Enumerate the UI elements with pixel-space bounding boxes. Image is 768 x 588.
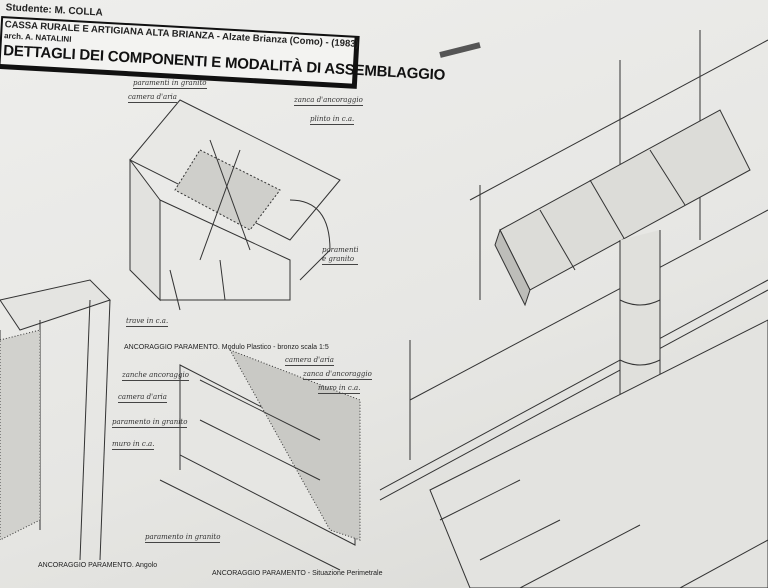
label-zanca-mid: zanca d'ancoraggio <box>303 370 372 380</box>
perimeter-anchoring-drawing <box>159 349 361 571</box>
label-camera-aria: camera d'aria <box>128 93 177 103</box>
label-camera-aria-left: camera d'aria <box>118 393 167 403</box>
label-paramenti-granito: paramenti in granito <box>133 79 207 89</box>
label-plinto: plinto in c.a. <box>310 115 355 125</box>
label-zanca-ancoraggio: zanca d'ancoraggio <box>294 96 363 106</box>
label-zanche: zanche ancoraggio <box>122 371 189 381</box>
caption-modulo: ANCORAGGIO PARAMENTO. Modulo Plastico - … <box>124 344 329 351</box>
label-paramento-bottom: paramento in granito <box>145 533 221 543</box>
label-paramento-left: paramento in granito <box>112 418 188 428</box>
label-muro-left: muro in c.a. <box>112 440 155 450</box>
label-trave: trave in c.a. <box>126 317 169 327</box>
label-muro-mid: muro in c.a. <box>318 384 361 394</box>
axonometric-facade-drawing <box>379 30 768 588</box>
caption-angolo: ANCORAGGIO PARAMENTO. Angolo <box>38 562 158 569</box>
caption-perimetrale: ANCORAGGIO PARAMENTO - Situazione Perime… <box>212 570 383 577</box>
label-paramenti-e-granito: paramenti e granito <box>322 246 359 265</box>
label-camera-aria-mid: camera d'aria <box>285 356 334 366</box>
exploded-assembly-drawing <box>129 99 341 311</box>
corner-anchoring-drawing <box>0 279 111 561</box>
